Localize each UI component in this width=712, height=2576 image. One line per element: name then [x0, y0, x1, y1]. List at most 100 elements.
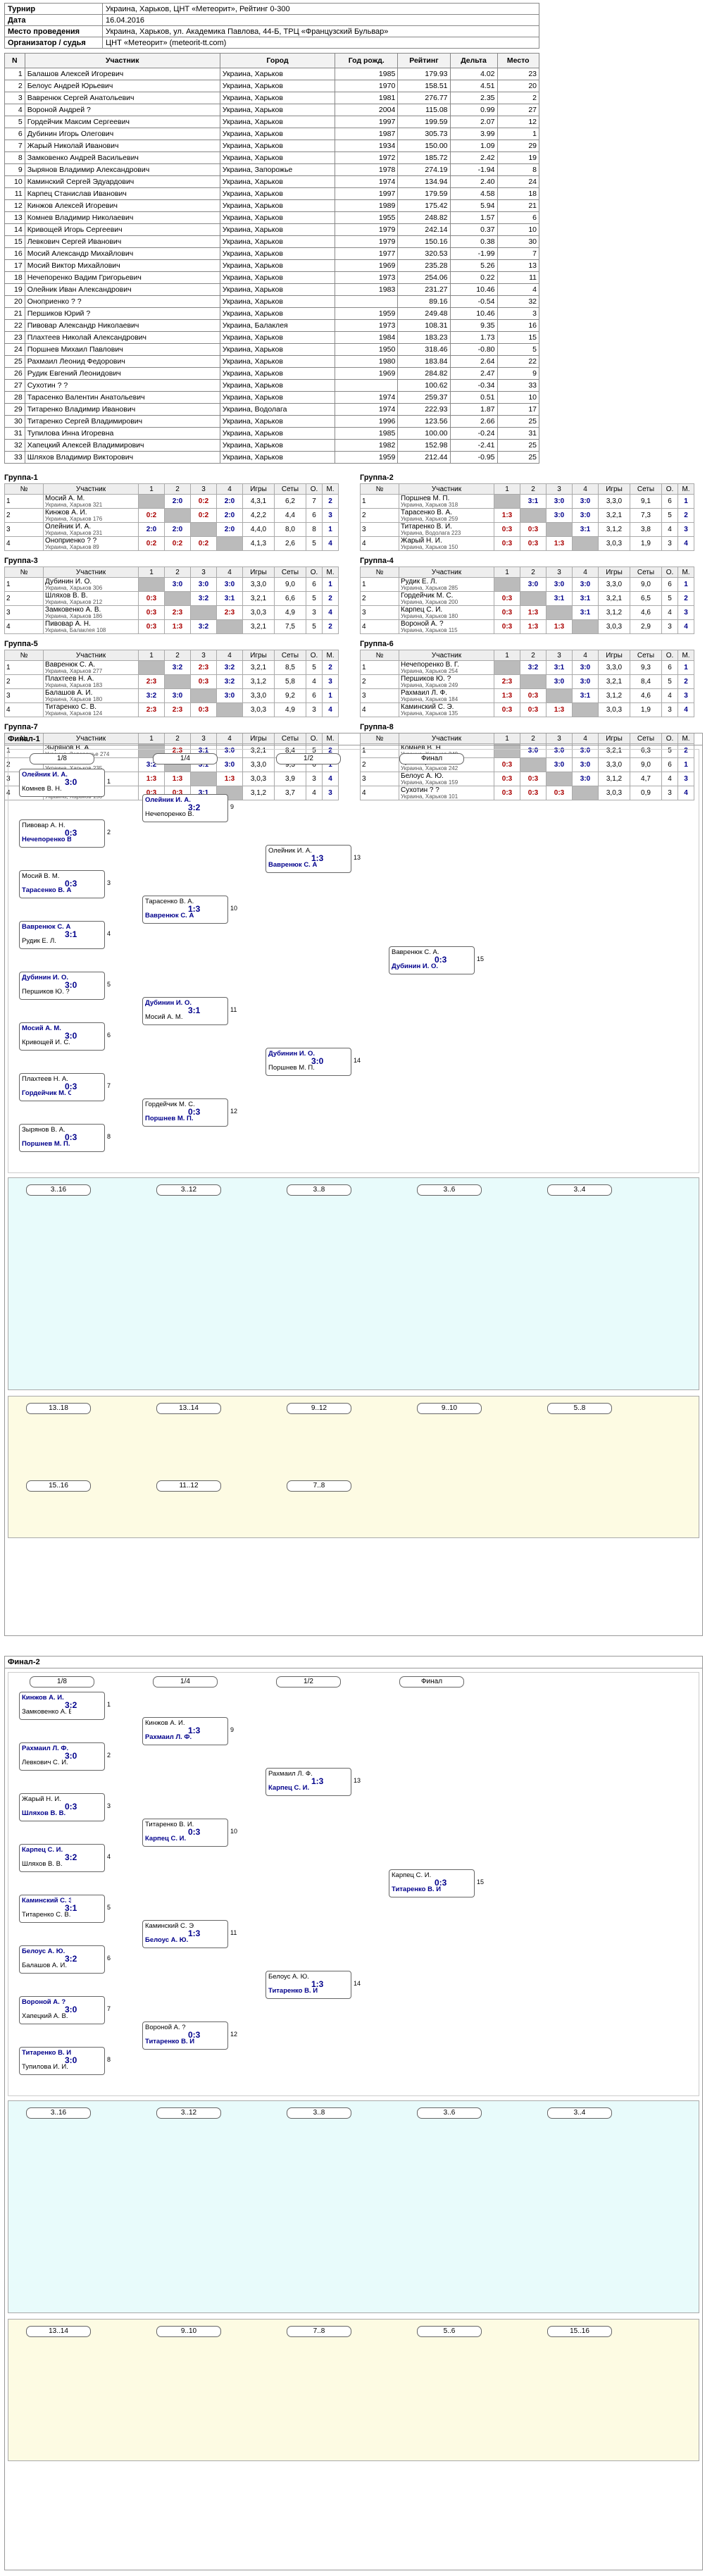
group-place: 1: [677, 660, 694, 675]
group-games: 3,0,3: [598, 786, 630, 800]
group-score-cell: 1:3: [520, 605, 547, 620]
group-games: 3,2,1: [242, 591, 275, 606]
group-points: 7: [306, 494, 323, 509]
group-score-cell: 0:3: [138, 591, 165, 606]
group-cell-self: [216, 702, 243, 717]
group-player-city: Украина, Харьков 186: [45, 614, 137, 619]
match-score: 3:0: [65, 2055, 77, 2065]
group-row-num: 1: [360, 494, 399, 509]
group-player-name: Титаренко В. И.: [401, 523, 452, 531]
group-player-rating: 124: [92, 710, 103, 717]
group-row-num: 4: [360, 702, 399, 717]
placement-round-label: 5..8: [547, 1403, 612, 1414]
group-header-cell: 3: [546, 650, 573, 661]
player-cell: 1977: [335, 247, 399, 260]
group-header-cell: 4: [216, 566, 243, 578]
player-cell: Сухотин ? ?: [24, 379, 220, 392]
match-number: 7: [107, 1082, 111, 1089]
group-row-num: 2: [4, 508, 44, 523]
player-cell: 1972: [335, 151, 399, 164]
group-row-num: 3: [360, 688, 399, 703]
match-score: 3:1: [65, 1903, 77, 1913]
group-games: 3,2,1: [242, 619, 275, 634]
group-place: 4: [322, 605, 339, 620]
player-cell: 1985: [335, 68, 399, 80]
player-cell: 6: [4, 128, 25, 140]
group-score-cell: 3:0: [520, 577, 547, 592]
group-place: 1: [677, 494, 694, 509]
group-games: 3,2,1: [598, 674, 630, 689]
group-player-name: Дубинин И. О.: [45, 578, 92, 586]
player-cell: Украина, Харьков: [219, 128, 336, 140]
group-player-name: Мосий А. М.: [45, 495, 85, 502]
group-header-cell: О.: [306, 566, 323, 578]
group-sets: 6,2: [274, 494, 306, 509]
group-title: Группа-2: [360, 473, 394, 482]
group-header-cell: 1: [494, 733, 520, 744]
group-player-city: Украина, Харьков 115: [401, 628, 492, 633]
group-games: 3,3,0: [598, 494, 630, 509]
group-header-cell: №: [360, 483, 399, 495]
group-player-rating: 115: [448, 627, 458, 633]
player-cell: Рудик Евгений Леонидович: [24, 367, 220, 380]
group-player: Пивовар А. Н.Украина, Балаклея 108: [43, 619, 139, 634]
player-cell: 14: [4, 223, 25, 236]
match-player-b: Титаренко В. И.: [145, 2038, 194, 2045]
placement-round-label: 15..16: [26, 1480, 91, 1492]
group-header-cell: 2: [164, 650, 191, 661]
group-player-name: Комнев В. Н.: [401, 744, 443, 752]
group-sets: 7,5: [274, 619, 306, 634]
group-player-city: Украина, Харьков 235: [45, 766, 137, 772]
group-score-cell: 3:0: [546, 508, 573, 523]
player-cell: 1997: [335, 187, 399, 200]
group-score-cell: 0:2: [190, 508, 217, 523]
group-player-rating: 285: [448, 585, 458, 591]
match-player-b: Поршнев М. П.: [145, 1115, 194, 1122]
group-player-city: Украина, Харьков 254: [401, 669, 492, 674]
group-player-name: Оноприенко ? ?: [45, 537, 97, 545]
group-place: 2: [677, 674, 694, 689]
group-score-cell: 0:2: [190, 494, 217, 509]
match-number: 1: [107, 778, 111, 785]
player-cell: 1970: [335, 80, 399, 92]
group-player-city-text: Украина, Харьков: [45, 516, 92, 522]
player-cell: 2: [496, 92, 540, 104]
match-player-b: Поршнев М. П.: [22, 1140, 70, 1148]
player-cell: 1983: [335, 283, 399, 296]
placement-round-label: 9..12: [287, 1403, 351, 1414]
player-cell: Украина, Харьков: [219, 140, 336, 152]
match-number: 5: [107, 981, 111, 988]
match-number: 10: [230, 905, 238, 912]
group-games: 3,1,2: [598, 522, 630, 537]
player-cell: -0.80: [449, 343, 498, 356]
group-player-name: Замковенко А. В.: [45, 606, 101, 614]
group-player-name: Плахтеев Н. А.: [45, 675, 94, 683]
match-number: 5: [107, 1904, 111, 1911]
group-cell-self: [572, 702, 599, 717]
match-score: 3:2: [188, 803, 201, 812]
player-cell: 30: [4, 415, 25, 428]
group-score-cell: 3:0: [164, 688, 191, 703]
player-cell: 249.48: [397, 307, 451, 320]
group-header-cell: Игры: [598, 733, 630, 744]
group-player-city: Украина, Харьков 101: [401, 794, 492, 800]
group-place: 2: [677, 508, 694, 523]
player-cell: 276.77: [397, 92, 451, 104]
players-header-cell: Год рожд.: [335, 53, 399, 68]
group-score-cell: 3:1: [546, 660, 573, 675]
player-cell: 33: [496, 379, 540, 392]
group-player: Каминский С. Э.Украина, Харьков 135: [399, 702, 494, 717]
player-cell: 0.51: [449, 391, 498, 404]
player-cell: 1.57: [449, 211, 498, 224]
group-player-name: Поршнев М. П.: [401, 495, 450, 502]
